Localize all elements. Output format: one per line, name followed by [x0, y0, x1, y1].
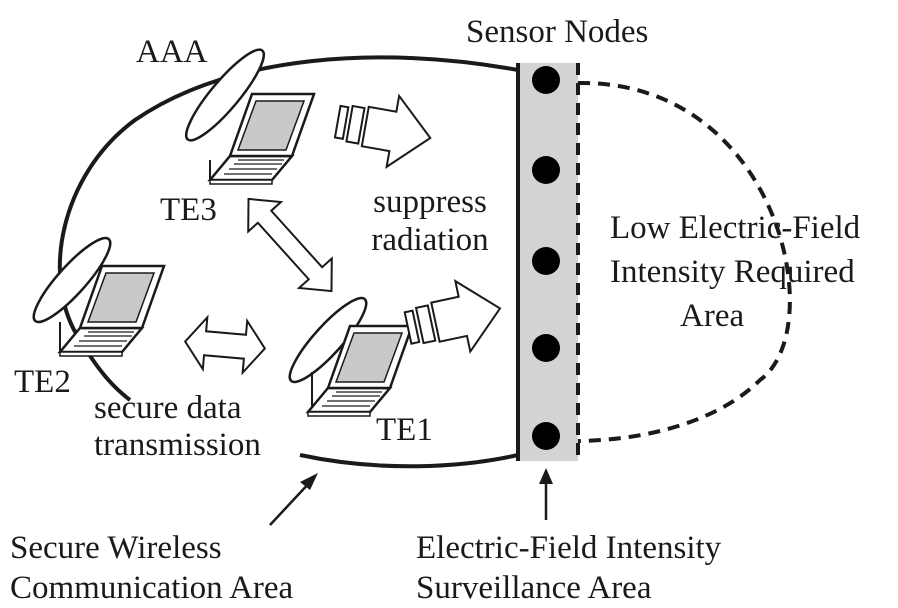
secure-data-label-line2: transmission [94, 427, 261, 463]
sensor-nodes-label: Sensor Nodes [466, 14, 648, 50]
surveillance-label-line1: Electric-Field Intensity [416, 530, 722, 566]
sensor-node-icon [532, 66, 560, 94]
laptop-icon-te2 [58, 264, 166, 358]
te3-label: TE3 [160, 192, 217, 228]
low-field-label-line1: Low Electric-Field [610, 210, 861, 246]
radiation-arrow-icon [403, 279, 502, 355]
double-arrow-icon [183, 314, 267, 376]
sensor-node-icon [532, 156, 560, 184]
low-field-label-line3: Area [680, 298, 744, 334]
laptop-icon-te3 [208, 92, 316, 186]
low-field-boundary [577, 80, 792, 443]
pointer-arrow-secure-area [269, 473, 318, 526]
te2-label: TE2 [14, 364, 71, 400]
radiation-arrow-icon [333, 93, 432, 169]
sensor-node-icon [532, 422, 560, 450]
double-arrow-icon [247, 197, 333, 293]
low-field-label-line2: Intensity Required [610, 254, 855, 290]
sensor-node-icon [532, 247, 560, 275]
secure-area-boundary-bottom [299, 453, 519, 469]
aaa-label: AAA [136, 34, 208, 70]
surveillance-label-line2: Surveillance Area [416, 570, 652, 606]
secure-data-label-line1: secure data [94, 390, 242, 426]
sensor-nodes [532, 66, 560, 450]
secure-area-label-line2: Communication Area [10, 570, 294, 606]
suppress-label: suppress [373, 184, 487, 220]
radiation-label: radiation [371, 222, 488, 258]
laptop-icon-te1 [306, 324, 414, 418]
antenna-icon [32, 236, 112, 324]
secure-area-label-line1: Secure Wireless [10, 530, 222, 566]
antenna-icon [184, 48, 266, 142]
sensor-node-icon [532, 334, 560, 362]
antenna-icon [288, 296, 368, 384]
pointer-arrow-surveillance [539, 468, 553, 520]
te1-label: TE1 [376, 412, 433, 448]
